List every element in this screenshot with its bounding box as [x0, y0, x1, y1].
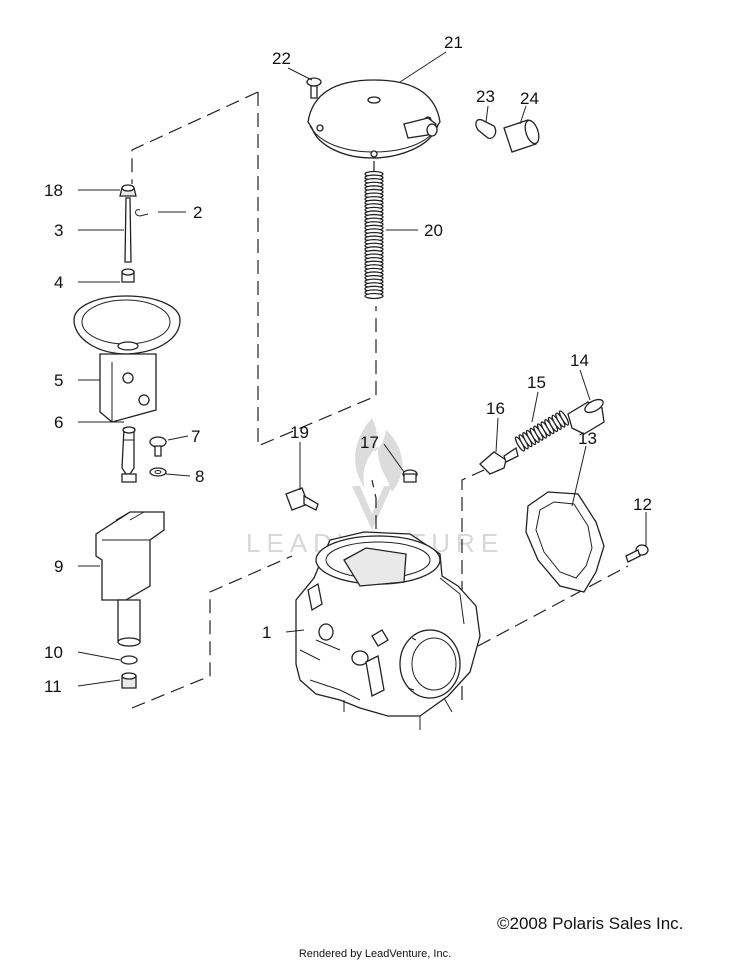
part-13-gasket — [525, 491, 605, 593]
part-11-main-jet — [121, 672, 137, 689]
callout-15: 15 — [527, 373, 546, 392]
callout-7: 7 — [191, 427, 200, 446]
callout-23: 23 — [476, 87, 495, 106]
spring-coil — [364, 292, 384, 300]
part-14-cap — [567, 398, 605, 435]
callout-1: 1 — [262, 623, 271, 642]
part-18-nut — [119, 184, 137, 197]
part-3-jet-needle — [124, 197, 132, 263]
part-23-clamp — [475, 118, 497, 139]
callout-13: 13 — [578, 429, 597, 448]
callout-16: 16 — [486, 399, 505, 418]
callout-18: 18 — [44, 181, 63, 200]
callout-8: 8 — [195, 467, 204, 486]
callout-labels: 1 2 3 4 5 6 7 8 9 10 11 12 13 14 15 16 1… — [44, 33, 652, 696]
part-20-spring — [364, 170, 384, 300]
callout-6: 6 — [54, 413, 63, 432]
part-22-screw — [306, 77, 322, 99]
callout-11: 11 — [44, 677, 62, 696]
callout-24: 24 — [520, 89, 539, 108]
part-5-diaphragm-slide — [73, 295, 181, 423]
part-21-top-cover — [307, 79, 441, 159]
callout-17: 17 — [360, 433, 379, 452]
v-mark-icon — [352, 486, 392, 530]
callout-14: 14 — [570, 351, 589, 370]
leader-lines — [77, 51, 647, 687]
callout-3: 3 — [54, 221, 63, 240]
part-16-valve — [479, 446, 519, 475]
callout-9: 9 — [54, 557, 63, 576]
callout-21: 21 — [444, 33, 463, 52]
callout-22: 22 — [272, 49, 291, 68]
part-19-screw — [285, 487, 319, 511]
part-7-screw — [149, 436, 167, 457]
callout-2: 2 — [193, 203, 202, 222]
part-4-spacer — [121, 268, 135, 283]
part-10-washer — [120, 655, 138, 665]
assembly-lines — [131, 91, 629, 709]
part-9-holder — [95, 511, 165, 647]
part-2-clip — [135, 209, 149, 217]
callout-20: 20 — [424, 221, 443, 240]
flame-logo-icon — [355, 418, 403, 492]
callout-19: 19 — [290, 423, 309, 442]
part-1-carburetor-body — [295, 531, 481, 730]
callout-4: 4 — [54, 273, 63, 292]
part-6-needle-jet — [121, 426, 137, 483]
spring-coil — [558, 410, 570, 426]
part-15-spring — [514, 410, 570, 452]
part-8-washer — [149, 467, 167, 477]
callout-10: 10 — [44, 643, 63, 662]
callout-12: 12 — [633, 495, 652, 514]
copyright-notice: ©2008 Polaris Sales Inc. — [497, 914, 684, 933]
part-12-screw — [625, 544, 649, 563]
part-17-plug — [402, 469, 418, 483]
rendered-by-credit: Rendered by LeadVenture, Inc. — [298, 948, 452, 960]
part-24-cap — [503, 119, 540, 153]
callout-5: 5 — [54, 371, 63, 390]
